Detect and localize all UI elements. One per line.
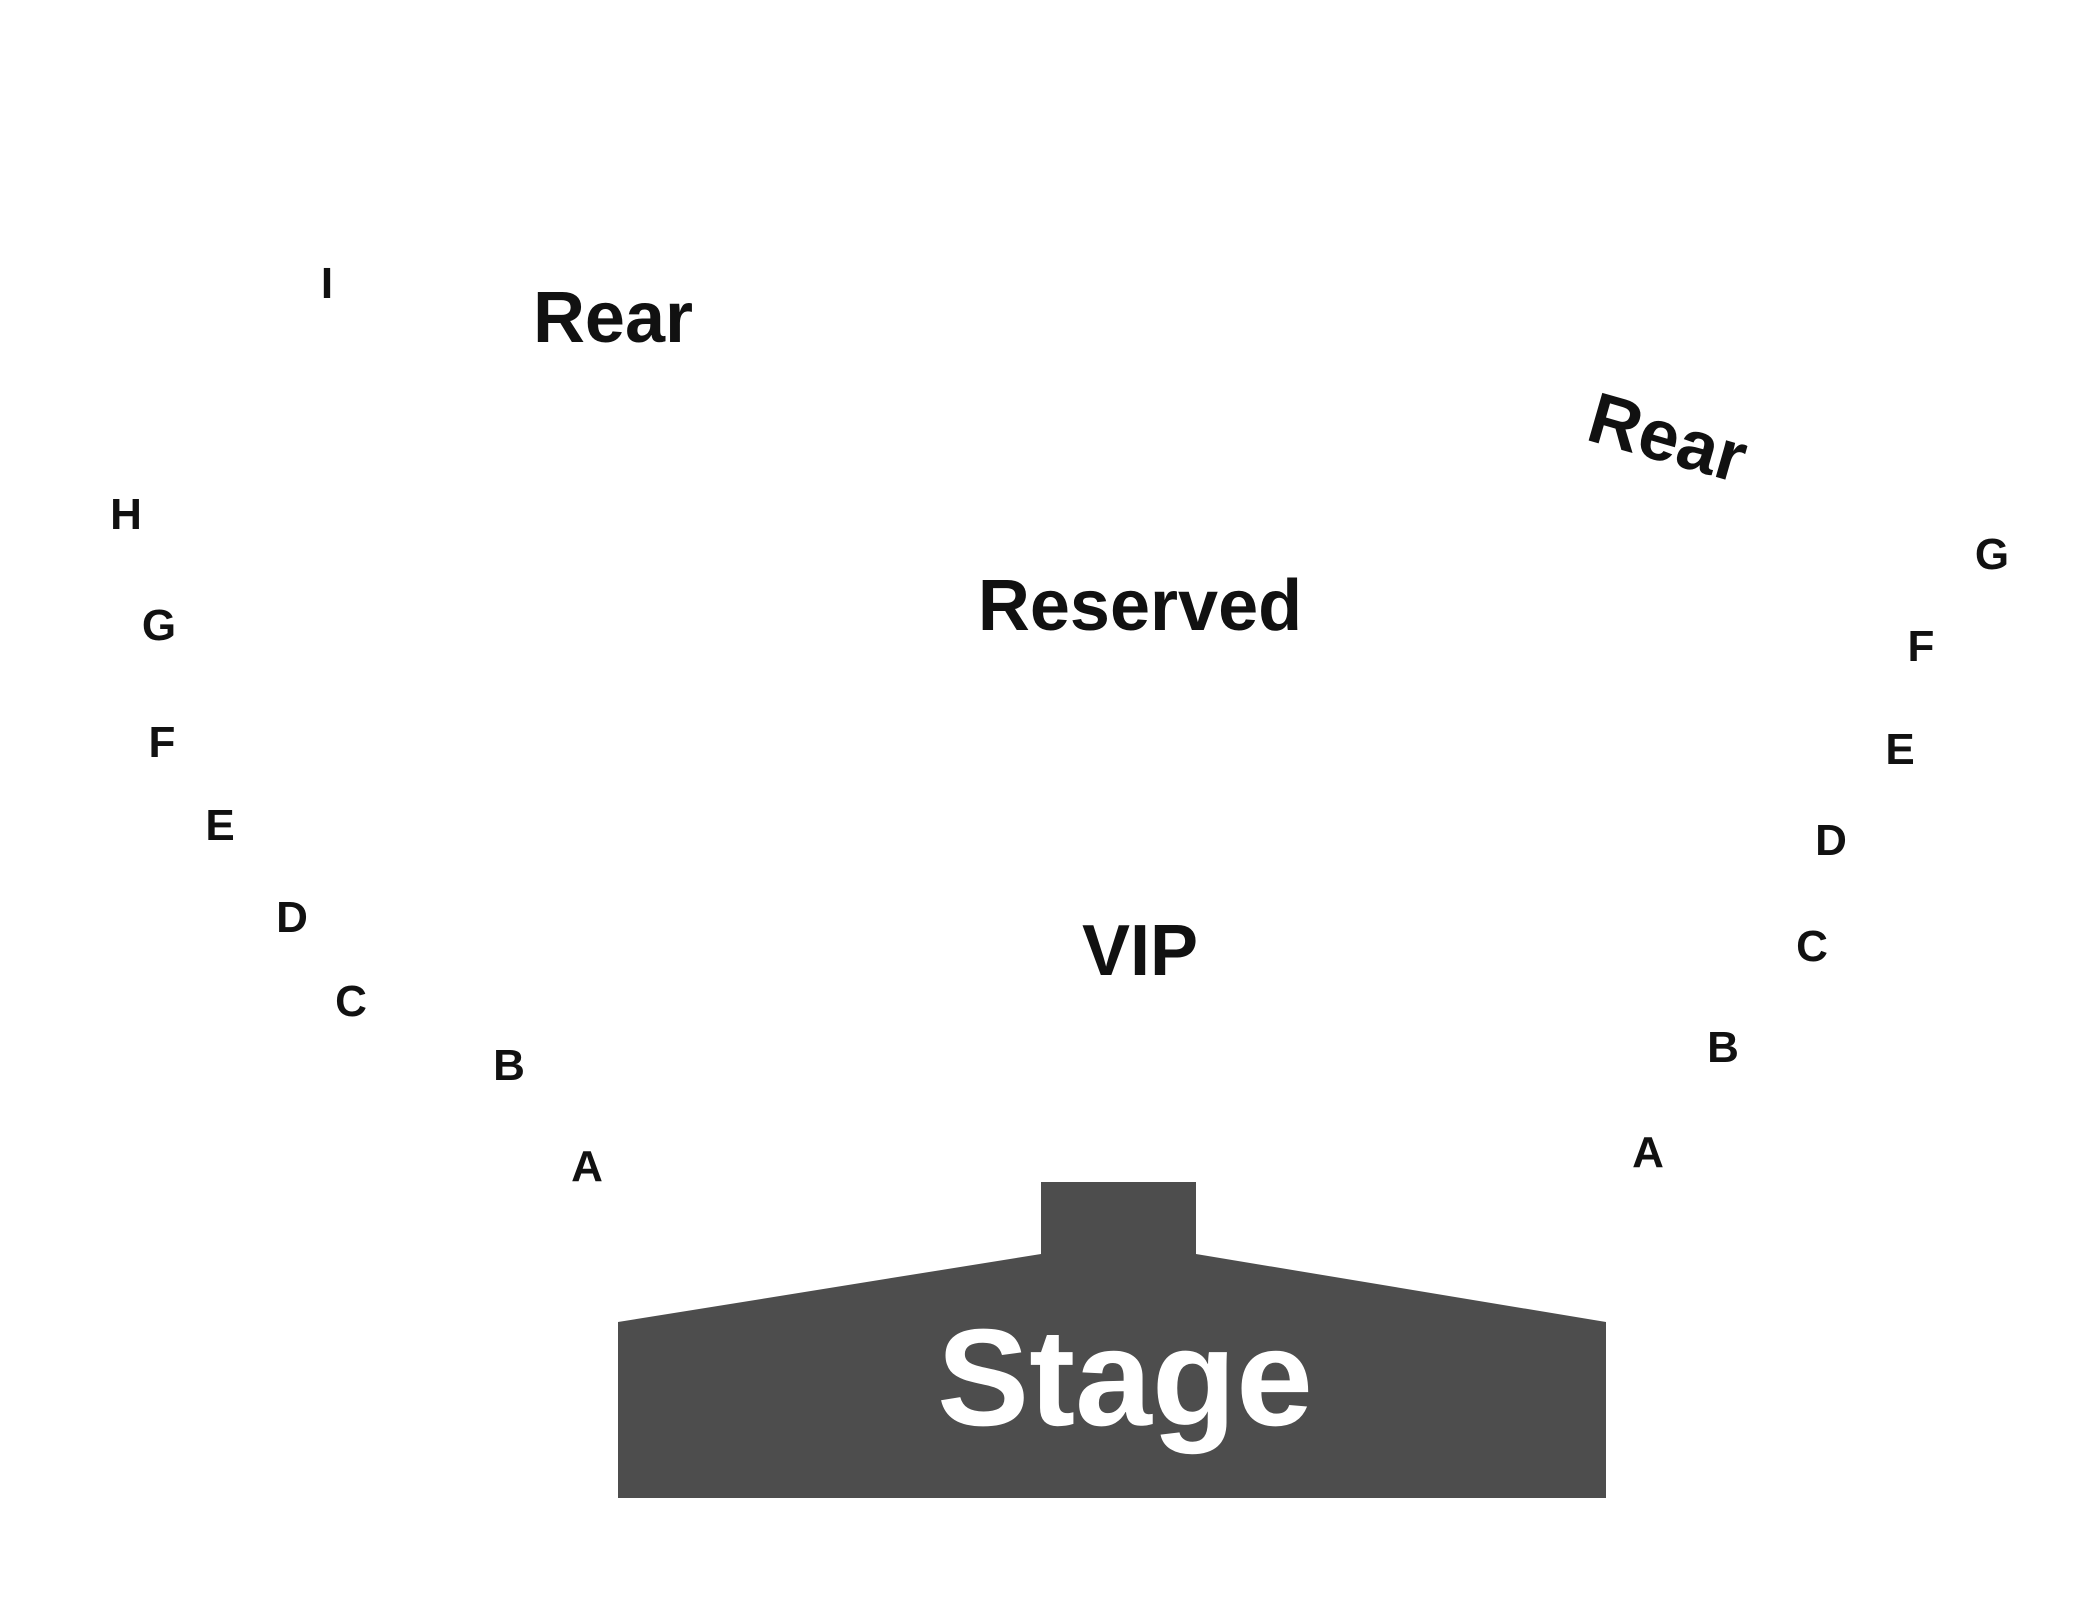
right-row-label-e: E	[1885, 725, 1914, 774]
left-row-label-i: I	[321, 259, 333, 308]
section-label-rear-right[interactable]: Rear	[1580, 378, 1756, 499]
left-row-label-e: E	[205, 801, 234, 850]
right-row-label-a: A	[1632, 1128, 1664, 1177]
stage-platform[interactable]	[618, 1182, 1606, 1498]
stage[interactable]: Stage	[618, 1182, 1606, 1498]
left-row-labels: A B C D E F G H I	[110, 259, 603, 1191]
right-row-label-f: F	[1908, 622, 1935, 671]
right-row-label-g: G	[1975, 530, 2009, 579]
section-label-reserved[interactable]: Reserved	[978, 566, 1302, 646]
right-row-labels: A B C D E F G	[1632, 530, 2009, 1177]
left-row-label-c: C	[335, 977, 367, 1026]
stage-label: Stage	[937, 1301, 1313, 1455]
left-row-label-g: G	[142, 601, 176, 650]
section-label-vip[interactable]: VIP	[1082, 911, 1198, 991]
right-row-label-d: D	[1815, 816, 1847, 865]
left-row-label-f: F	[149, 718, 176, 767]
right-row-label-b: B	[1707, 1023, 1739, 1072]
section-label-rear-left[interactable]: Rear	[533, 278, 693, 358]
left-row-label-h: H	[110, 490, 142, 539]
left-row-label-b: B	[493, 1041, 525, 1090]
right-row-label-c: C	[1796, 922, 1828, 971]
left-row-label-d: D	[276, 893, 308, 942]
left-row-label-a: A	[571, 1142, 603, 1191]
